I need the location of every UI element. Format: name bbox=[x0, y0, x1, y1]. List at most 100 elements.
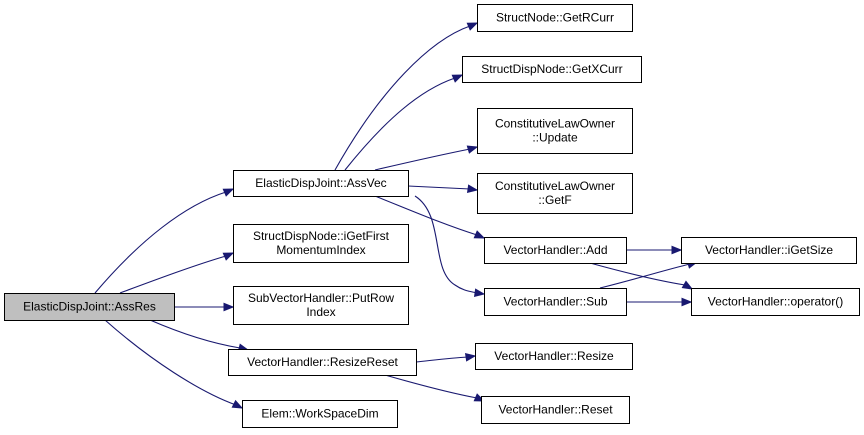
edge-line bbox=[374, 195, 478, 236]
arrowhead-icon bbox=[466, 184, 479, 193]
node-root[interactable]: ElasticDispJoint::AssRes bbox=[4, 293, 175, 321]
node-label: VectorHandler::Reset bbox=[498, 403, 613, 417]
node-resizereset[interactable]: VectorHandler::ResizeReset bbox=[228, 349, 417, 376]
edge-line bbox=[414, 195, 478, 294]
node-label: VectorHandler::Sub bbox=[503, 295, 607, 309]
node-label: StructNode::GetRCurr bbox=[496, 11, 614, 25]
edge-assvec-to-update bbox=[374, 145, 479, 171]
edge-root-to-assvec bbox=[94, 188, 235, 294]
node-sub[interactable]: VectorHandler::Sub bbox=[484, 288, 627, 316]
node-label: VectorHandler::operator() bbox=[708, 295, 843, 309]
edge-line bbox=[149, 319, 241, 349]
edge-line bbox=[415, 356, 469, 363]
node-getf[interactable]: ConstitutiveLawOwner::GetF bbox=[477, 173, 633, 214]
arrowhead-icon bbox=[473, 288, 486, 297]
node-box bbox=[484, 237, 627, 264]
node-label: ::Update bbox=[532, 131, 578, 145]
node-box bbox=[481, 396, 630, 424]
edge-sub-to-igetsize bbox=[599, 260, 699, 289]
node-box bbox=[484, 288, 627, 316]
edge-line-tail bbox=[469, 146, 478, 150]
edge-line-tail bbox=[235, 404, 243, 409]
edge-line bbox=[374, 148, 471, 171]
node-resize[interactable]: VectorHandler::Resize bbox=[475, 343, 633, 370]
edge-root-to-putrow bbox=[174, 302, 235, 312]
arrowhead-icon bbox=[464, 353, 477, 362]
node-box bbox=[691, 288, 860, 316]
edge-resizereset-to-resize bbox=[415, 353, 477, 363]
node-box bbox=[233, 224, 409, 263]
arrowhead-icon bbox=[222, 252, 235, 261]
edge-line bbox=[407, 185, 471, 190]
node-label: ::GetF bbox=[538, 193, 571, 207]
node-label: ElasticDispJoint::AssRes bbox=[23, 300, 156, 314]
node-label: ConstitutiveLawOwner bbox=[495, 179, 615, 193]
edge-line bbox=[344, 77, 456, 171]
edge-line bbox=[384, 374, 478, 399]
node-label: VectorHandler::Add bbox=[503, 243, 607, 257]
edge-line-tail bbox=[476, 292, 485, 295]
node-label: ConstitutiveLawOwner bbox=[495, 117, 615, 131]
node-box bbox=[681, 237, 857, 264]
node-box bbox=[233, 286, 409, 325]
node-label: Elem::WorkSpaceDim bbox=[261, 407, 378, 421]
node-update[interactable]: ConstitutiveLawOwner::Update bbox=[477, 108, 633, 154]
edge-line-tail bbox=[225, 188, 234, 193]
edge-line-tail bbox=[225, 252, 234, 257]
node-label: MomentumIndex bbox=[276, 243, 365, 257]
arrowhead-icon bbox=[473, 230, 486, 239]
node-label: Index bbox=[306, 305, 335, 319]
node-label: VectorHandler::iGetSize bbox=[705, 243, 833, 257]
edge-assvec-to-getrcurr bbox=[334, 22, 479, 171]
node-box bbox=[242, 400, 398, 428]
edge-line-tail bbox=[454, 74, 463, 79]
node-getrcurr[interactable]: StructNode::GetRCurr bbox=[477, 4, 633, 32]
edge-line-tail bbox=[476, 234, 485, 239]
node-label: VectorHandler::Resize bbox=[494, 349, 614, 363]
node-box bbox=[228, 349, 417, 376]
node-getxcurr[interactable]: StructDispNode::GetXCurr bbox=[462, 56, 642, 83]
edge-root-to-workspacedim bbox=[104, 319, 244, 409]
arrowhead-icon bbox=[451, 74, 464, 83]
node-label: VectorHandler::ResizeReset bbox=[247, 355, 398, 369]
node-add[interactable]: VectorHandler::Add bbox=[484, 237, 627, 264]
edge-root-to-igetfirst bbox=[119, 252, 235, 294]
edge-resizereset-to-reset bbox=[384, 374, 486, 402]
edge-line-tail bbox=[469, 22, 478, 27]
node-box bbox=[477, 4, 633, 32]
node-workspacedim[interactable]: Elem::WorkSpaceDim bbox=[242, 400, 398, 428]
node-box bbox=[462, 56, 642, 83]
node-box bbox=[475, 343, 633, 370]
edge-line bbox=[119, 255, 227, 294]
edge-line-tail bbox=[684, 284, 693, 290]
node-operator[interactable]: VectorHandler::operator() bbox=[691, 288, 860, 316]
edge-line-tail bbox=[469, 188, 478, 191]
node-label: ElasticDispJoint::AssVec bbox=[255, 176, 386, 190]
node-label: StructDispNode::GetXCurr bbox=[481, 62, 622, 76]
edge-sub-to-operator bbox=[626, 297, 693, 307]
edge-assvec-to-sub bbox=[414, 195, 486, 297]
edge-line bbox=[94, 191, 227, 294]
arrowhead-icon bbox=[222, 188, 235, 197]
edge-assvec-to-getxcurr bbox=[344, 74, 464, 171]
node-label: SubVectorHandler::PutRow bbox=[248, 291, 394, 305]
call-nodes: ElasticDispJoint::AssRes ElasticDispJoint… bbox=[4, 4, 860, 428]
node-igetsize[interactable]: VectorHandler::iGetSize bbox=[681, 237, 857, 264]
edge-assvec-to-getf bbox=[407, 184, 479, 193]
edge-line bbox=[589, 262, 686, 286]
node-box bbox=[477, 173, 633, 214]
edge-line bbox=[104, 319, 237, 406]
edge-add-to-igetsize bbox=[626, 245, 683, 255]
edge-assvec-to-add bbox=[374, 195, 486, 239]
node-box bbox=[477, 108, 633, 154]
node-box bbox=[4, 293, 175, 321]
node-assvec[interactable]: ElasticDispJoint::AssVec bbox=[233, 170, 409, 197]
node-box bbox=[233, 170, 409, 197]
edge-line-tail bbox=[467, 355, 476, 358]
edge-line bbox=[334, 25, 471, 171]
call-edges bbox=[94, 22, 699, 409]
node-reset[interactable]: VectorHandler::Reset bbox=[481, 396, 630, 424]
